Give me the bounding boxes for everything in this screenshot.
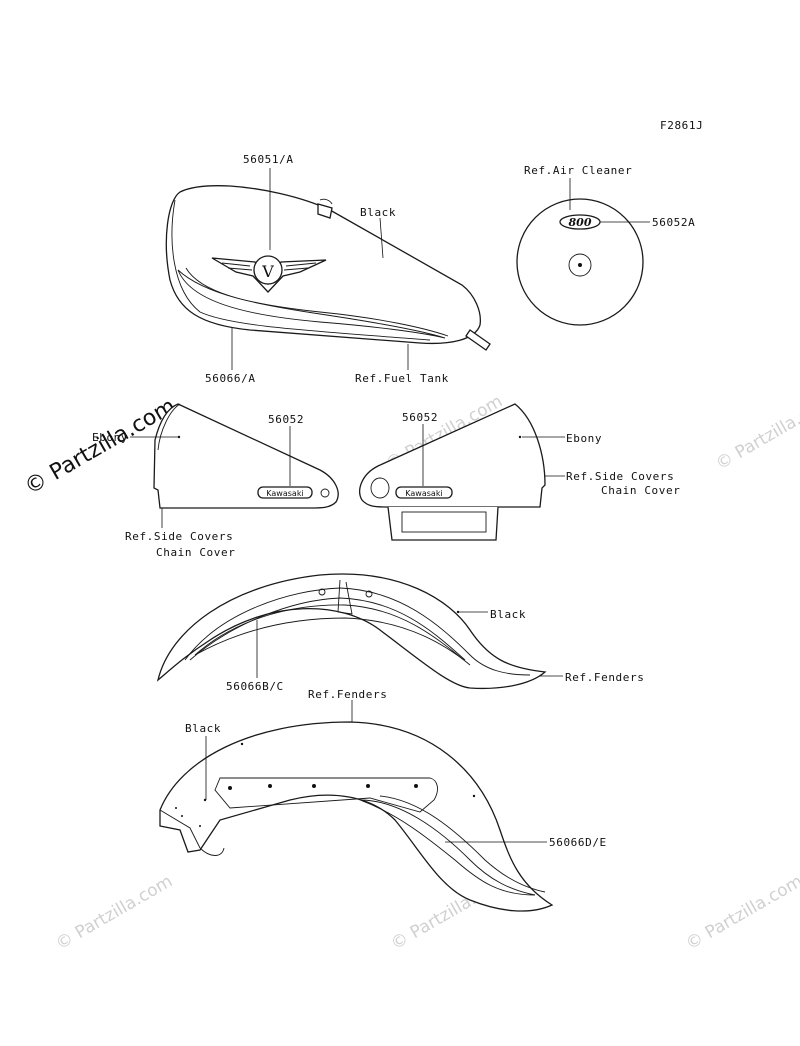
air-cleaner: 800 xyxy=(516,198,644,326)
watermark-text: © Partzilla.com xyxy=(713,391,800,474)
left-cover-ref-label-1: Ref.Side Covers xyxy=(125,530,233,543)
tank-stripe-label: 56066/A xyxy=(205,372,256,385)
diagram-code: F2861J xyxy=(660,119,703,132)
front-fender-ref-label: Ref.Fenders xyxy=(565,671,644,684)
fuel-tank: V xyxy=(165,185,491,351)
right-cover-color-label: Ebony xyxy=(566,432,602,445)
rear-fender-stripe-label: 56066D/E xyxy=(549,836,607,849)
rear-fender-color-label: Black xyxy=(185,722,221,735)
front-fender-stripe-label: 56066B/C xyxy=(226,680,284,693)
watermark-text: © Partzilla.com xyxy=(683,871,800,954)
tank-color-label: Black xyxy=(360,206,396,219)
right-cover-ref-label-1: Ref.Side Covers xyxy=(566,470,674,483)
left-side-cover: Kawasaki xyxy=(153,403,339,509)
tank-emblem-label: 56051/A xyxy=(243,153,294,166)
left-cover-color-label: Ebony xyxy=(92,431,128,444)
front-fender-color-label: Black xyxy=(490,608,526,621)
watermark-text: © Partzilla.com xyxy=(53,871,177,954)
air-cleaner-ref-label: Ref.Air Cleaner xyxy=(524,164,632,177)
right-side-cover: Kawasaki xyxy=(359,403,546,541)
rear-fender-ref-label: Ref.Fenders xyxy=(308,688,387,701)
kawasaki-badge-left: Kawasaki xyxy=(266,489,303,498)
air-cleaner-emblem: 800 xyxy=(569,216,592,229)
left-cover-decal-label: 56052 xyxy=(268,413,304,426)
left-cover-ref-label-2: Chain Cover xyxy=(156,546,235,559)
tank-emblem-letter: V xyxy=(261,262,274,281)
fuel-tank-ref-label: Ref.Fuel Tank xyxy=(355,372,449,385)
right-cover-decal-label: 56052 xyxy=(402,411,438,424)
right-cover-ref-label-2: Chain Cover xyxy=(601,484,680,497)
rear-fender xyxy=(159,721,554,912)
front-fender xyxy=(156,573,547,690)
kawasaki-badge-right: Kawasaki xyxy=(405,489,442,498)
tank-color-leader xyxy=(379,217,384,259)
air-cleaner-decal-label: 56052A xyxy=(652,216,695,229)
